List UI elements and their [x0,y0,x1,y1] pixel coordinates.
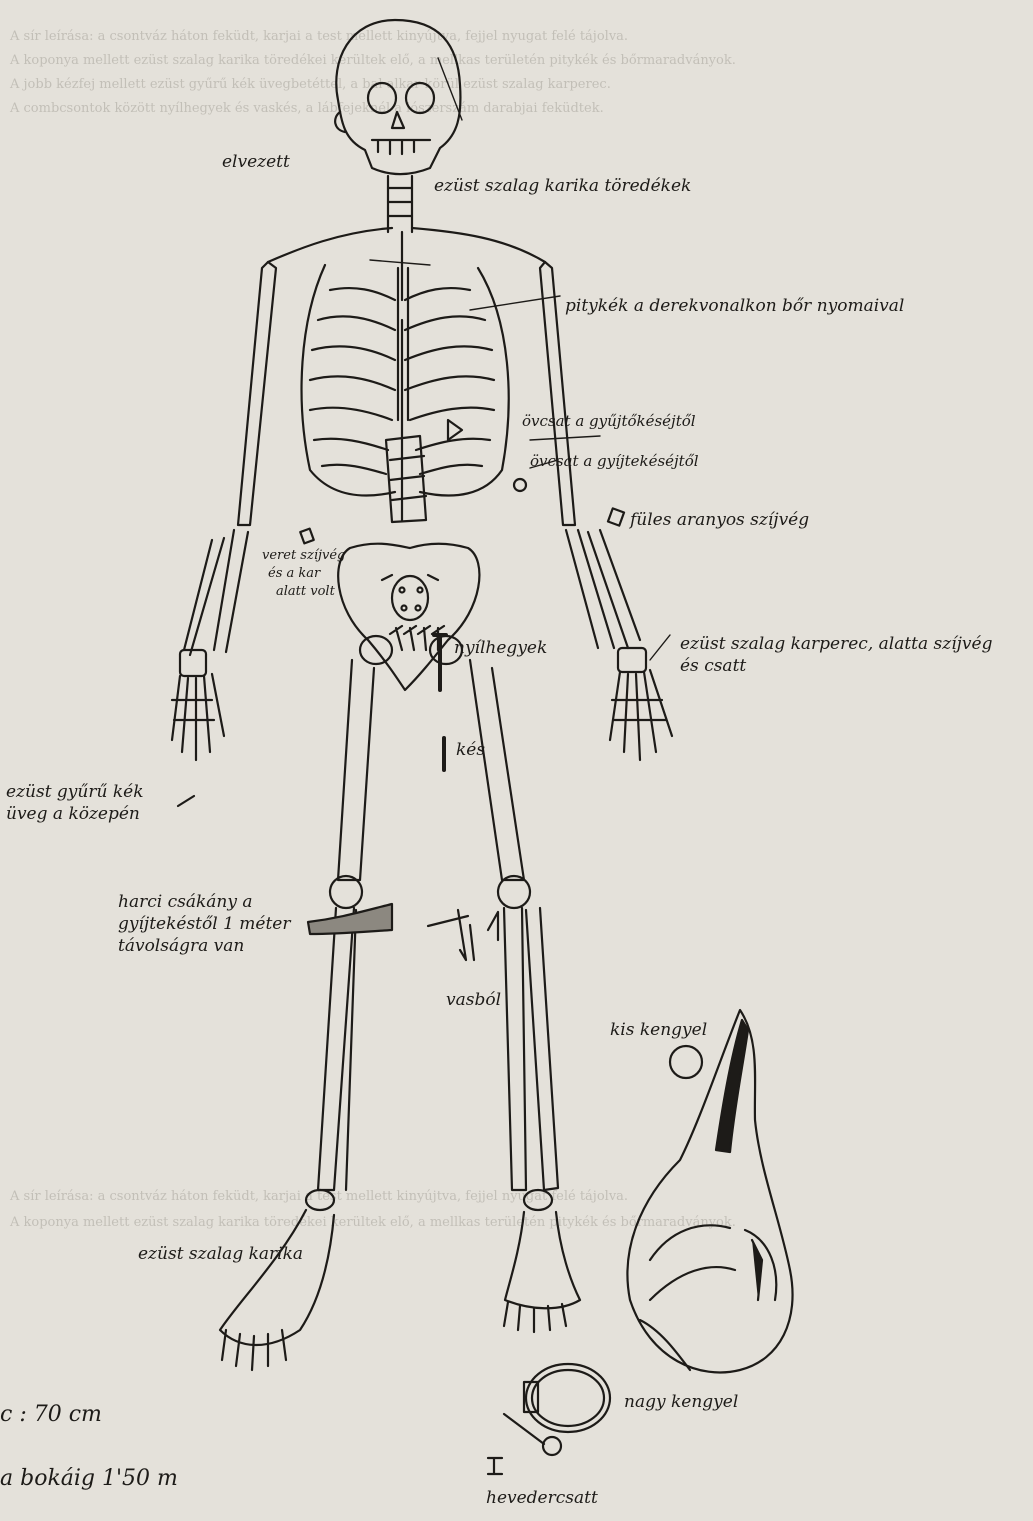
svg-text:A koponya mellett ezüst szalag: A koponya mellett ezüst szalag karika tö… [9,53,736,68]
right-arm [172,262,276,760]
rib-cage [302,265,509,496]
label-kis-kengyel: kis kengyel [610,1020,707,1040]
label-vasbol: vasból [446,990,501,1010]
svg-text:A jobb kézfej mellett ezüst gy: A jobb kézfej mellett ezüst gyűrű kék üv… [9,77,611,92]
pelvis [338,544,479,690]
label-silver-fragments: ezüst szalag karika töredékek [434,176,691,196]
svg-text:A koponya mellett ezüst szalag: A koponya mellett ezüst szalag karika tö… [9,1215,736,1230]
label-ezust-karika: ezüst szalag karika [138,1244,303,1264]
label-ovveret-2: és a kar [268,566,320,581]
label-gyuru-2: üveg a közepén [6,804,140,824]
stirrup-round [524,1364,610,1432]
label-depth: c : 70 cm [0,1402,102,1427]
label-karperec-2: és csatt [680,656,746,676]
stirrup-large [627,1010,792,1372]
label-ovveret-1: veret szíjvég [262,548,345,563]
svg-text:A sír leírása: a csontváz háto: A sír leírása: a csontváz háton feküdt, … [9,29,628,44]
background-text: A sír leírása: a csontváz háton feküdt, … [9,29,736,1230]
label-harci-1: harci csákány a [118,892,252,912]
label-ovcsat-1: övcsat a gyűjtőkéséjtől [522,412,696,430]
label-kes: kés [456,740,485,760]
label-nagy-kengyel: nagy kengyel [624,1392,738,1412]
label-harci-2: gyíjtekéstől 1 méter [118,914,291,934]
label-nyilhegyek: nyílhegyek [454,638,547,658]
label-hevedercsatt: hevedercsatt [486,1488,598,1508]
label-gyuru-1: ezüst gyűrű kék [6,782,144,802]
label-length: a bokáig 1'50 m [0,1466,178,1491]
label-ovveret-3: alatt volt [276,584,335,599]
label-karperec: ezüst szalag karperec, alatta szíjvég [680,634,992,654]
label-elvezett: elvezett [222,152,290,172]
label-pitykek: pitykék a derekvonalkon bőr nyomaival [565,296,904,316]
label-harci-3: távolságra van [118,936,244,956]
label-ovcsat-2: övcsat a gyíjtekéséjtől [530,452,699,470]
svg-text:A combcsontok között nyílhegye: A combcsontok között nyílhegyek és vaské… [9,101,604,116]
stirrup-small [670,1046,702,1078]
clavicles [268,228,545,262]
label-fules-szijveg: füles aranyos szíjvég [630,510,809,530]
